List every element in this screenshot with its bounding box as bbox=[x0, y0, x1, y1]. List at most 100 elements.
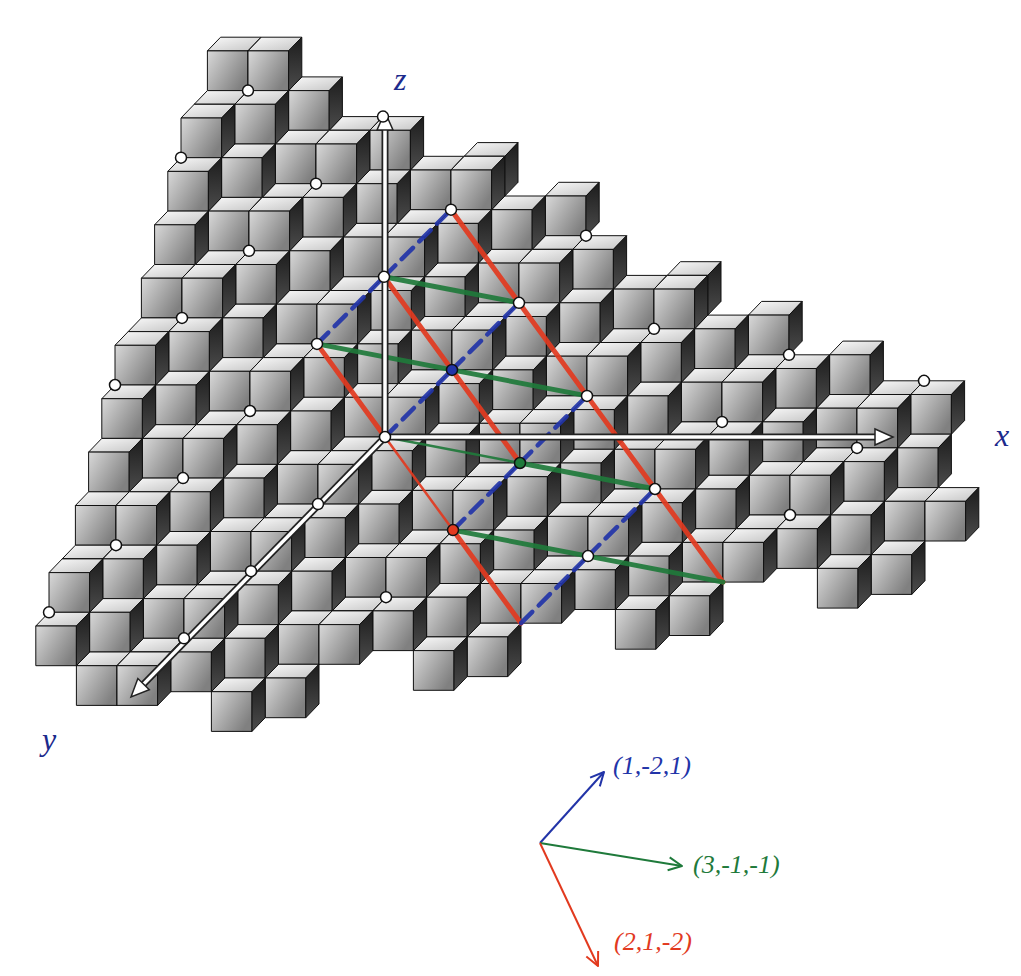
unit-cube bbox=[641, 329, 695, 382]
cube-side-face bbox=[357, 130, 370, 183]
vector-arrow bbox=[540, 843, 598, 966]
cube-front-face bbox=[222, 158, 263, 198]
unit-cube bbox=[289, 77, 343, 130]
cube-stack bbox=[36, 37, 979, 731]
cube-front-face bbox=[681, 382, 722, 422]
cube-side-face bbox=[331, 397, 344, 450]
cube-side-face bbox=[427, 544, 440, 597]
unit-cube bbox=[871, 541, 925, 594]
lattice-point bbox=[111, 540, 122, 551]
lattice-point bbox=[919, 375, 930, 386]
cube-side-face bbox=[211, 638, 224, 691]
unit-cube bbox=[36, 612, 90, 665]
vector-arrow bbox=[540, 772, 604, 843]
cube-front-face bbox=[250, 371, 291, 411]
cube-side-face bbox=[735, 315, 748, 368]
cube-front-face bbox=[722, 382, 763, 422]
cube-front-face bbox=[182, 278, 223, 318]
cube-side-face bbox=[306, 664, 319, 717]
cube-side-face bbox=[276, 251, 289, 304]
cube-side-face bbox=[264, 464, 277, 517]
axis-arrowhead bbox=[131, 679, 149, 697]
unit-cube bbox=[222, 144, 276, 197]
cube-front-face bbox=[884, 501, 925, 541]
cube-side-face bbox=[142, 385, 155, 438]
lattice-point bbox=[176, 152, 187, 163]
cube-front-face bbox=[343, 237, 384, 277]
cube-side-face bbox=[223, 265, 236, 318]
cube-side-face bbox=[816, 355, 829, 408]
cube-side-face bbox=[290, 197, 303, 250]
unit-cube bbox=[157, 532, 211, 585]
cube-side-face bbox=[196, 371, 209, 424]
cube-side-face bbox=[291, 358, 304, 411]
cube-front-face bbox=[615, 610, 656, 650]
cube-side-face bbox=[831, 462, 844, 515]
unit-cube bbox=[183, 425, 237, 478]
red-lattice-line bbox=[452, 370, 520, 463]
cube-front-face bbox=[211, 692, 252, 732]
cube-side-face bbox=[951, 381, 964, 434]
unit-cube bbox=[722, 369, 776, 422]
red-lattice-line bbox=[385, 437, 453, 530]
cube-side-face bbox=[492, 156, 505, 209]
lattice-point bbox=[244, 245, 255, 256]
cube-front-face bbox=[141, 278, 182, 318]
lattice-point bbox=[446, 204, 457, 215]
cube-side-face bbox=[764, 529, 777, 582]
blue-lattice-line bbox=[385, 370, 452, 437]
unit-cube bbox=[248, 37, 302, 90]
cube-side-face bbox=[668, 382, 681, 435]
cube-front-face bbox=[358, 344, 399, 384]
cube-front-face bbox=[170, 492, 211, 532]
unit-cube bbox=[49, 559, 103, 612]
cube-side-face bbox=[222, 104, 235, 157]
cube-side-face bbox=[710, 582, 723, 635]
cube-side-face bbox=[90, 559, 103, 612]
cube-side-face bbox=[360, 611, 373, 664]
blue-lattice-line bbox=[453, 463, 520, 530]
cube-front-face bbox=[386, 558, 427, 598]
green-lattice-line bbox=[588, 556, 723, 582]
unit-cube bbox=[116, 492, 170, 545]
cube-front-face bbox=[871, 555, 912, 595]
cube-side-face bbox=[898, 395, 911, 448]
unit-cube bbox=[830, 341, 884, 394]
cube-front-face bbox=[438, 223, 479, 263]
unit-cube bbox=[236, 251, 290, 304]
unit-cube bbox=[291, 397, 345, 450]
green-lattice-line bbox=[385, 437, 520, 463]
unit-cube bbox=[709, 422, 763, 475]
red-lattice-line bbox=[655, 489, 723, 582]
lattice-point bbox=[44, 607, 55, 618]
cube-front-face bbox=[248, 51, 289, 91]
cube-front-face bbox=[642, 503, 683, 543]
cube-side-face bbox=[330, 237, 343, 290]
cube-side-face bbox=[966, 488, 979, 541]
cube-side-face bbox=[858, 555, 871, 608]
blue-lattice-line bbox=[384, 210, 451, 277]
blue-lattice-line bbox=[520, 396, 587, 463]
vector-label: (2,1,-2) bbox=[614, 928, 692, 957]
cube-front-face bbox=[224, 478, 265, 518]
cube-front-face bbox=[357, 184, 398, 224]
cube-side-face bbox=[560, 249, 573, 302]
cube-front-face bbox=[709, 436, 750, 476]
cube-front-face bbox=[587, 356, 628, 396]
lattice-point bbox=[177, 312, 188, 323]
lattice-points bbox=[44, 85, 930, 644]
green-lattice-line bbox=[453, 530, 588, 556]
cube-front-face bbox=[235, 104, 276, 144]
cube-front-face bbox=[183, 438, 224, 478]
cube-front-face bbox=[249, 211, 290, 251]
vector-arrowhead bbox=[586, 951, 598, 966]
cube-side-face bbox=[275, 91, 288, 144]
cube-front-face bbox=[613, 289, 654, 329]
unit-cube bbox=[545, 182, 599, 235]
unit-cube bbox=[898, 434, 952, 487]
cube-side-face bbox=[278, 571, 291, 624]
unit-cube bbox=[181, 104, 235, 157]
cube-front-face bbox=[467, 637, 508, 677]
cube-front-face bbox=[723, 542, 764, 582]
